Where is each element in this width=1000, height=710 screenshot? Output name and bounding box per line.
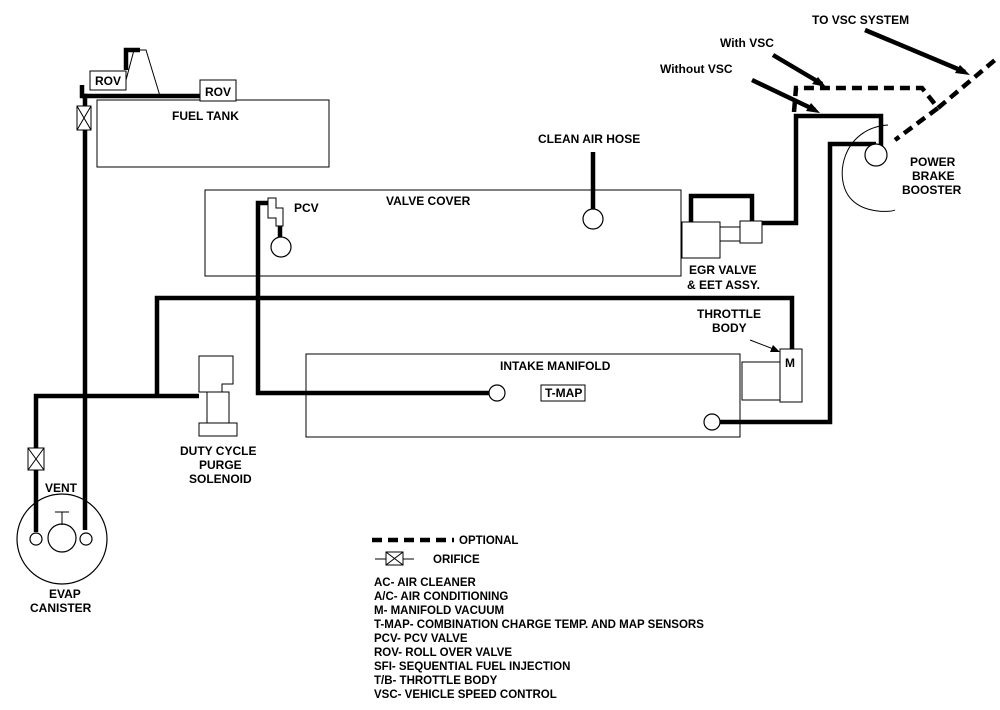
power-brake-booster-label-2: BRAKE — [912, 169, 955, 183]
power-brake-booster-label-3: BOOSTER — [902, 183, 962, 197]
power-brake-booster-label-1: POWER — [910, 155, 956, 169]
duty-cycle-label-3: SOLENOID — [189, 472, 252, 486]
legend: OPTIONAL ORIFICE AC- AIR CLEANER A/C- AI… — [372, 535, 704, 701]
egr-to-booster-hose — [762, 113, 884, 226]
canister-purge-port — [29, 532, 43, 546]
manifold-vacuum-port — [703, 413, 721, 431]
rov-tab-hose — [123, 47, 140, 70]
clean-air-hose-label: CLEAN AIR HOSE — [538, 132, 640, 146]
vent-tee — [55, 511, 69, 525]
egr-label-1: EGR VALVE — [689, 263, 757, 277]
legend-abbrev-m: M- MANIFOLD VACUUM — [374, 605, 504, 617]
t-map-sensor-box — [540, 384, 586, 402]
legend-abbrev-t-b: T/B- THROTTLE BODY — [374, 675, 498, 687]
egr-label-2: & EET ASSY. — [687, 278, 760, 292]
legend-abbrev-t-map: T-MAP- COMBINATION CHARGE TEMP. AND MAP … — [374, 619, 704, 631]
optional-vsc-hose — [791, 85, 942, 142]
manifold-vacuum-m-label: M — [785, 356, 795, 370]
purge-solenoid-body — [206, 391, 230, 424]
to-vsc-hose — [936, 58, 997, 110]
legend-abbrev-pcv: PCV- PCV VALVE — [374, 633, 468, 645]
rov-left-label: ROV — [95, 74, 121, 88]
rov-right-label: ROV — [205, 85, 231, 99]
throttle-body-box — [741, 361, 781, 401]
without-vsc-arrowhead — [806, 103, 820, 113]
with-vsc-arrow — [771, 53, 824, 86]
legend-abbrev-sfi: SFI- SEQUENTIAL FUEL INJECTION — [374, 661, 570, 673]
booster-to-manifold-hose — [712, 141, 876, 425]
without-vsc-label: Without VSC — [660, 62, 733, 76]
fuel-tank-label: FUEL TANK — [172, 109, 239, 123]
intake-manifold-label: INTAKE MANIFOLD — [500, 359, 611, 373]
intake-manifold-box — [305, 353, 741, 438]
duty-cycle-label-2: PURGE — [199, 458, 242, 472]
egr-connector — [719, 226, 741, 242]
eet-assembly-box — [739, 220, 763, 244]
manifold-pcv-port — [488, 384, 506, 402]
vent-label: VENT — [45, 481, 78, 495]
fuel-vent-hose — [79, 85, 88, 530]
legend-optional-label: OPTIONAL — [459, 535, 518, 547]
legend-abbrev-vsc: VSC- VEHICLE SPEED CONTROL — [374, 689, 557, 701]
fuel-tank-box — [96, 99, 330, 168]
with-vsc-label: With VSC — [720, 36, 774, 50]
egr-valve-box — [681, 221, 721, 259]
legend-abbrev-ac: AC- AIR CLEANER — [374, 577, 476, 589]
legend-orifice-label: ORIFICE — [433, 554, 480, 566]
legend-orifice-symbol — [375, 551, 414, 566]
rov-left-box — [89, 70, 127, 91]
to-vsc-system-label: TO VSC SYSTEM — [812, 13, 909, 27]
brake-booster-outline — [841, 124, 896, 212]
valve-cover-box — [204, 189, 682, 277]
rov-right-box — [199, 79, 237, 102]
duty-cycle-label-1: DUTY CYCLE — [180, 444, 256, 458]
orifice-fuel-line — [76, 105, 92, 131]
pcv-valve — [267, 197, 284, 227]
booster-port — [864, 143, 888, 167]
purge-solenoid-base — [198, 422, 238, 437]
pcv-label: PCV — [294, 201, 319, 215]
canister-tank-port — [79, 532, 93, 546]
clean-air-port — [582, 208, 604, 230]
throttle-body-label-1: THROTTLE — [697, 307, 761, 321]
valve-cover-label: VALVE COVER — [386, 194, 471, 208]
purge-line-throttle — [154, 295, 795, 396]
pcv-port — [270, 236, 292, 258]
legend-abbrev-a-c: A/C- AIR CONDITIONING — [374, 591, 508, 603]
throttle-body-arrowhead — [770, 345, 780, 352]
purge-line-canister — [33, 393, 199, 532]
legend-abbrev-rov: ROV- ROLL OVER VALVE — [374, 647, 512, 659]
evap-center-port — [47, 523, 77, 553]
t-map-label: T-MAP — [545, 386, 582, 400]
evap-canister-label-1: EVAP — [49, 587, 81, 601]
rov-tab — [125, 49, 161, 97]
evap-canister-label-2: CANISTER — [30, 601, 92, 615]
without-vsc-arrow — [751, 77, 816, 113]
with-vsc-arrowhead — [812, 77, 826, 87]
throttle-body-label-2: BODY — [712, 321, 747, 335]
to-vsc-arrowhead — [955, 65, 970, 75]
purge-solenoid-top — [198, 355, 234, 393]
to-vsc-arrow — [864, 27, 966, 75]
pcv-hose — [255, 200, 494, 396]
egr-loop-hose — [688, 193, 755, 222]
orifice-purge-line — [27, 447, 45, 471]
